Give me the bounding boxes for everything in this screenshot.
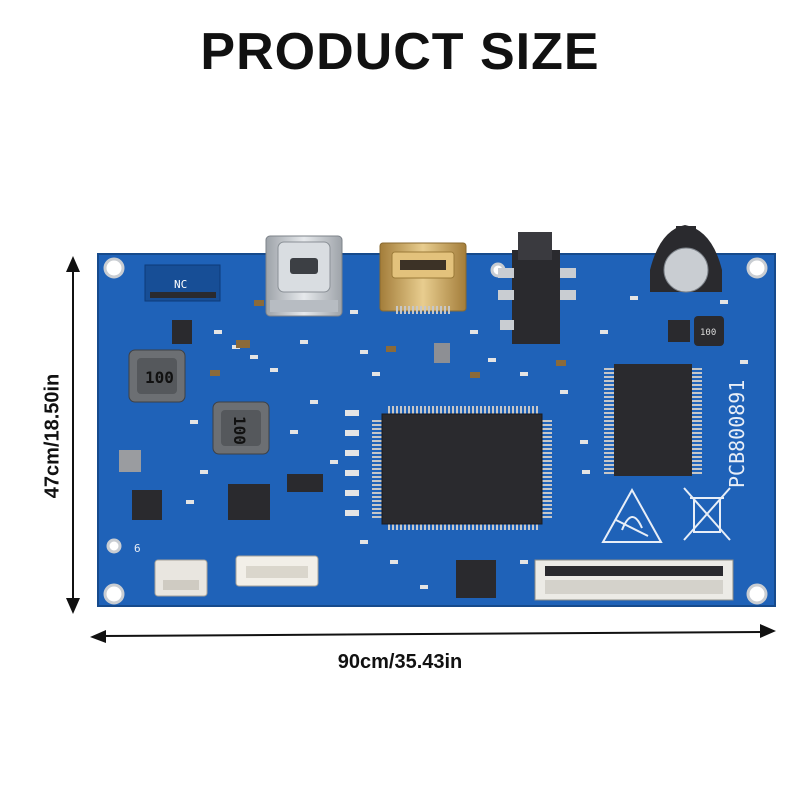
pcb-model-label: PCB800891 bbox=[725, 380, 749, 488]
weee-bin-icon bbox=[683, 487, 731, 541]
width-dimension-arrow bbox=[90, 624, 776, 643]
height-dimension-arrow bbox=[66, 256, 80, 614]
capacitors bbox=[210, 300, 566, 378]
height-label: 47cm/18.50in bbox=[41, 373, 64, 499]
hdmi-port bbox=[379, 242, 467, 314]
fpc-connector-top: NC bbox=[144, 264, 221, 302]
svg-text:100: 100 bbox=[700, 328, 716, 338]
jst-connector-small bbox=[154, 559, 208, 597]
svg-text:100: 100 bbox=[230, 416, 249, 445]
page-title: PRODUCT SIZE bbox=[200, 23, 600, 81]
esd-warning-icon bbox=[601, 487, 663, 543]
small-chips bbox=[119, 320, 690, 598]
nc-label: NC bbox=[174, 278, 187, 291]
svg-text:100: 100 bbox=[145, 368, 174, 387]
smd-components bbox=[186, 296, 748, 589]
width-label: 90cm/35.43in bbox=[337, 651, 463, 673]
inductor-3: 100 bbox=[694, 316, 724, 346]
inductor-1: 100 bbox=[128, 349, 186, 403]
inductor-2: 100 bbox=[212, 401, 270, 455]
usb-c-port bbox=[265, 235, 343, 317]
jst-connector-large bbox=[235, 555, 319, 587]
audio-jack bbox=[498, 232, 576, 344]
battery-holder bbox=[650, 225, 722, 293]
secondary-chip bbox=[604, 364, 702, 476]
main-processor bbox=[372, 406, 552, 530]
pin-label: 6 bbox=[134, 542, 141, 555]
lcd-fpc-connector bbox=[534, 559, 734, 601]
